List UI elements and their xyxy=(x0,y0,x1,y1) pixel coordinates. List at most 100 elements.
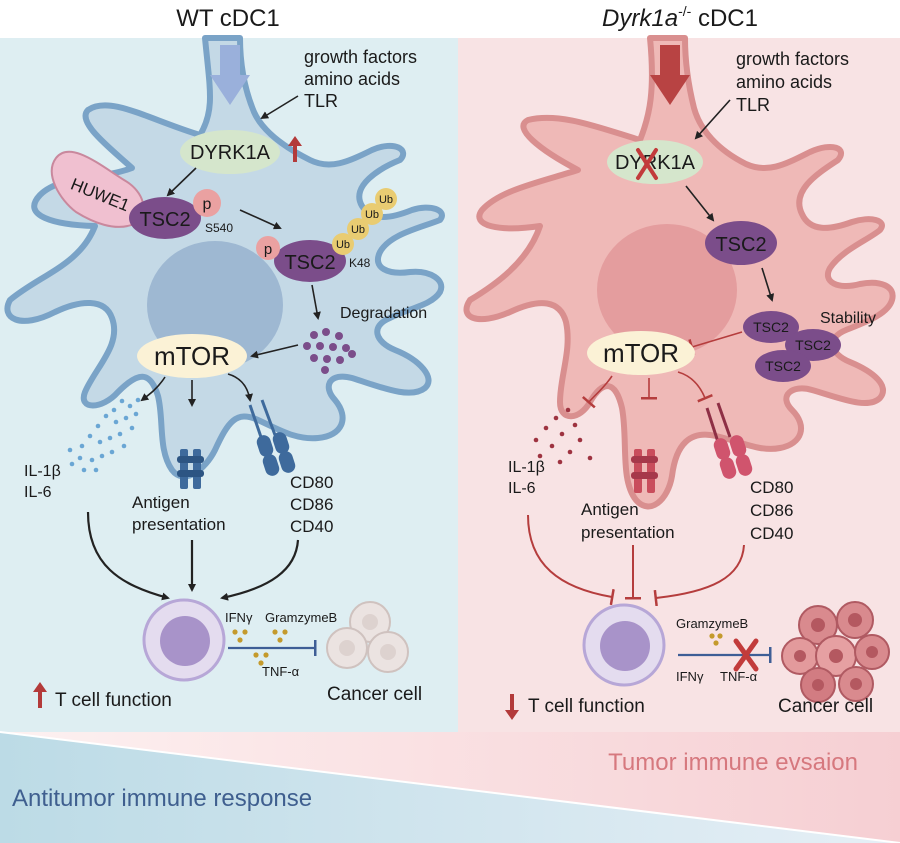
tsc2-inhibits-mtor-line xyxy=(688,331,743,356)
left-cytokine-il6: IL-6 xyxy=(24,484,52,501)
ub-label-3: Ub xyxy=(365,209,379,221)
right-mtor-to-cytokines-inhibit xyxy=(581,375,613,409)
right-tsc2-node xyxy=(705,221,777,265)
right-dyrk1a-node xyxy=(607,140,703,184)
right-tsc2-stable-1 xyxy=(743,311,799,343)
right-signal-arrow xyxy=(650,45,690,105)
left-cytokine-to-tcell-arrow xyxy=(86,511,170,601)
left-dyrk1a-node xyxy=(180,130,280,174)
right-signal-amino-acids: amino acids xyxy=(736,72,832,92)
left-cytokine-il1b: IL-1β xyxy=(24,463,61,480)
ubiquitin-chain: Ub Ub Ub Ub xyxy=(332,188,397,255)
right-cancer-label: Cancer cell xyxy=(778,696,873,717)
right-tsc2-stable-label-3: TSC2 xyxy=(765,358,801,374)
left-tnfa-label: TNF-α xyxy=(262,664,300,679)
right-costim-receptor xyxy=(705,402,753,479)
right-tsc2-stable-label-1: TSC2 xyxy=(753,319,789,335)
right-tsc2-label: TSC2 xyxy=(715,234,766,256)
left-phospho-bubble xyxy=(193,189,221,217)
degradation-label: Degradation xyxy=(340,305,427,322)
ub-bubble-2 xyxy=(347,218,369,240)
right-dendritic-cell xyxy=(463,35,896,510)
left-cancer-label: Cancer cell xyxy=(327,684,422,705)
right-tsc2-stable-label-2: TSC2 xyxy=(795,337,831,353)
right-antigen-label-1: Antigen xyxy=(581,500,639,519)
left-tsc2-label: TSC2 xyxy=(139,209,190,231)
right-tsc2-stable-3 xyxy=(755,350,811,382)
left-tsc2-ub-label: TSC2 xyxy=(284,252,335,274)
left-signal-to-dyrk1a-arrow xyxy=(260,95,299,120)
right-costim-cd40: CD40 xyxy=(750,524,793,543)
right-dyrk1a-knockout-x-icon xyxy=(636,148,658,180)
left-tcell-up-arrow-icon xyxy=(33,682,47,708)
left-dyrk1a-label: DYRK1A xyxy=(190,142,271,164)
ub-label-1: Ub xyxy=(336,239,350,251)
left-tcell-function-label: T cell function xyxy=(55,690,172,711)
left-ifng-label: IFNγ xyxy=(225,610,253,625)
left-t-cell-nucleus xyxy=(160,616,210,666)
left-cytokine-dots xyxy=(67,397,141,473)
tsc2-to-ubiquitinated-arrow xyxy=(239,209,282,230)
right-signal-growth-factors: growth factors xyxy=(736,49,849,69)
right-tnfa-label: TNF-α xyxy=(720,669,758,684)
left-cancer-cells xyxy=(326,601,409,673)
right-costim-cd80: CD80 xyxy=(750,478,793,497)
tumor-evasion-label: Tumor immune evsaion xyxy=(608,749,858,776)
left-costim-cd86: CD86 xyxy=(290,495,333,514)
tsc2-to-degradation-arrow xyxy=(311,284,321,320)
left-s540-label: S540 xyxy=(205,221,233,235)
right-cancer-cells xyxy=(781,601,890,703)
right-signal-tlr: TLR xyxy=(736,95,770,115)
right-antigen-receptor xyxy=(631,449,658,493)
antitumor-response-label: Antitumor immune response xyxy=(12,785,312,812)
ub-label-2: Ub xyxy=(351,224,365,236)
right-cytotoxic-granules xyxy=(709,633,723,646)
left-costim-receptor xyxy=(248,399,296,476)
left-tsc2-ub-node xyxy=(274,240,346,282)
left-antigen-label-1: Antigen xyxy=(132,493,190,512)
dyrk1a-to-tsc2-arrow xyxy=(166,167,197,197)
right-dyrk1a-to-tsc2-arrow xyxy=(685,185,715,222)
ub-label-4: Ub xyxy=(379,194,393,206)
right-dyrk1a-label: DYRK1A xyxy=(615,152,696,174)
left-costim-to-tcell-arrow xyxy=(220,539,300,601)
ub-bubble-1 xyxy=(332,233,354,255)
right-costim-to-tcell-inhibit xyxy=(653,544,745,607)
left-tsc2-ub-phospho-label: p xyxy=(264,241,272,258)
right-cytokine-il6: IL-6 xyxy=(508,480,536,497)
ub-bubble-4 xyxy=(375,188,397,210)
right-cytokine-to-tcell-inhibit xyxy=(527,514,615,606)
left-mtor-label: mTOR xyxy=(154,341,230,371)
right-gzmb-label: GramzymeB xyxy=(676,616,748,631)
right-mtor-node xyxy=(587,331,695,375)
right-cytokine-il1b: IL-1β xyxy=(508,459,545,476)
left-mtor-node xyxy=(137,334,247,378)
left-cytotoxic-granules xyxy=(232,629,288,666)
left-panel-title: WT cDC1 xyxy=(176,5,280,32)
right-antigen-label-2: presentation xyxy=(581,523,675,542)
right-mtor-label: mTOR xyxy=(603,338,679,368)
left-antigen-receptor xyxy=(177,449,204,489)
degradation-dots xyxy=(303,328,356,374)
right-panel-title: Dyrk1a-/- cDC1 xyxy=(602,3,758,32)
right-ifng-label: IFNγ xyxy=(676,669,704,684)
right-t-cell-nucleus xyxy=(600,621,650,671)
right-cytokine-dots xyxy=(533,407,593,465)
left-tsc2-node xyxy=(129,197,201,239)
left-gzmb-label: GramzymeB xyxy=(265,610,337,625)
right-tsc2-to-stable-arrow xyxy=(761,267,775,302)
mtor-to-cytokines-arrow xyxy=(140,376,166,402)
bottom-outcome-bar xyxy=(0,731,900,843)
ub-bubble-3 xyxy=(361,203,383,225)
degradation-to-mtor-arrow xyxy=(250,344,299,359)
left-costim-cd80: CD80 xyxy=(290,473,333,492)
left-dyrk1a-up-arrow-icon xyxy=(288,136,302,162)
left-costim-cd40: CD40 xyxy=(290,517,333,536)
right-signal-to-dyrk1a-arrow xyxy=(694,99,731,140)
left-signal-growth-factors: growth factors xyxy=(304,47,417,67)
left-signal-tlr: TLR xyxy=(304,91,338,111)
left-signal-amino-acids: amino acids xyxy=(304,69,400,89)
right-nucleus xyxy=(597,224,737,356)
stability-label: Stability xyxy=(820,310,876,327)
